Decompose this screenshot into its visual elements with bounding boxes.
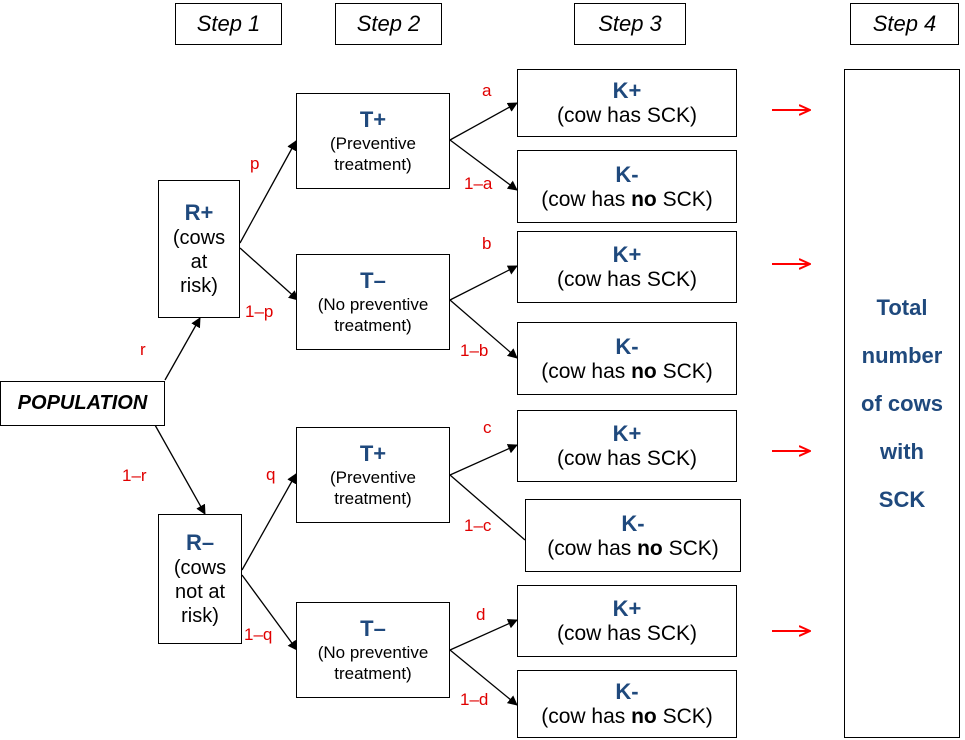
label-c: c (483, 418, 492, 437)
arrow-t1-to-k2 (449, 139, 518, 191)
step-4-header: Step 4 (850, 3, 959, 45)
label-q: q (266, 465, 276, 484)
arrow-r2-to-t4 (241, 574, 298, 651)
arrow-t2-to-k4 (449, 299, 518, 359)
k-minus-title: K- (621, 510, 645, 536)
t-minus-title: T– (360, 616, 386, 641)
r-minus-line-3: risk) (181, 605, 219, 627)
k-plus-title: K+ (612, 242, 642, 267)
step-1-header: Step 1 (175, 3, 282, 45)
label-1-minus-q: 1–q (244, 625, 273, 644)
k-plus-title: K+ (612, 596, 642, 621)
k-plus-text: (cow has SCK) (556, 268, 698, 291)
arrow-t3-to-k6 (449, 474, 526, 541)
r-minus-box: R– (cows not at risk) (158, 514, 242, 644)
label-1-minus-p: 1–p (245, 302, 274, 321)
r-plus-line-2: at (190, 251, 208, 273)
t-plus-title: T+ (359, 441, 387, 466)
k-minus-text: (cow has no SCK) (547, 536, 719, 560)
label-1-minus-b: 1–b (460, 341, 489, 360)
arrow-r1-to-t1 (239, 140, 297, 244)
label-p: p (250, 154, 260, 173)
k-plus-text: (cow has SCK) (556, 104, 698, 127)
k-plus-text: (cow has SCK) (556, 622, 698, 645)
k-minus-text: (cow has no SCK) (541, 359, 713, 383)
t-minus-title: T– (360, 268, 386, 293)
k-plus-box-4: K+ (cow has SCK) (517, 585, 737, 657)
k-minus-title: K- (615, 333, 639, 359)
arrow-t3-to-k5 (449, 444, 518, 476)
k-minus-box-3: K- (cow has no SCK) (525, 499, 741, 572)
label-a: a (482, 81, 492, 100)
k-minus-text: (cow has no SCK) (541, 187, 713, 211)
total-line-4: with (880, 438, 924, 464)
population-box: POPULATION (0, 381, 165, 426)
arrow-r1-to-t2 (239, 247, 299, 301)
t-plus-box-1: T+ (Preventive treatment) (296, 93, 450, 189)
r-plus-box: R+ (cows at risk) (158, 180, 240, 318)
r-minus-line-2: not at (174, 581, 226, 603)
k-minus-title: K- (615, 161, 639, 187)
k-minus-title: K- (615, 679, 639, 704)
k-minus-box-2: K- (cow has no SCK) (517, 322, 737, 395)
total-sck-box: Total number of cows with SCK (844, 69, 960, 738)
k-plus-box-2: K+ (cow has SCK) (517, 231, 737, 303)
total-line-5: SCK (878, 486, 926, 512)
r-plus-title: R+ (184, 200, 214, 225)
t-minus-line-2: treatment) (334, 664, 412, 683)
arrow-t2-to-k3 (449, 265, 518, 301)
k-minus-text: (cow has no SCK) (541, 705, 713, 728)
r-plus-line-1: (cows (172, 227, 226, 249)
step-2-header: Step 2 (335, 3, 442, 45)
arrow-t1-to-k1 (449, 102, 518, 141)
label-1-minus-d: 1–d (460, 690, 489, 709)
k-plus-box-1: K+ (cow has SCK) (517, 69, 737, 137)
k-plus-box-3: K+ (cow has SCK) (517, 410, 737, 482)
k-plus-title: K+ (612, 421, 642, 446)
label-d: d (476, 605, 486, 624)
k-minus-box-4: K- (cow has no SCK) (517, 670, 737, 738)
r-minus-title: R– (185, 530, 215, 555)
label-b: b (482, 234, 492, 253)
label-1-minus-c: 1–c (464, 516, 492, 535)
arrow-r2-to-t3 (241, 473, 297, 571)
k-plus-text: (cow has SCK) (556, 447, 698, 470)
t-plus-line-2: treatment) (334, 489, 412, 508)
arrow-t4-to-k8 (449, 649, 518, 706)
label-1-minus-a: 1–a (464, 174, 493, 193)
total-line-2: number (861, 342, 943, 368)
t-plus-title: T+ (359, 107, 387, 132)
label-1-minus-r: 1–r (122, 466, 147, 485)
step-3-header: Step 3 (574, 3, 686, 45)
t-minus-line-2: treatment) (334, 316, 412, 335)
arrow-pop-to-r-minus (154, 424, 206, 515)
r-plus-line-3: risk) (180, 275, 218, 297)
t-minus-line-1: (No preventive (317, 643, 429, 662)
t-plus-line-2: treatment) (334, 155, 412, 174)
t-minus-box-2: T– (No preventive treatment) (296, 602, 450, 698)
k-plus-title: K+ (612, 78, 642, 103)
total-line-3: of cows (861, 390, 943, 416)
t-plus-line-1: (Preventive (330, 468, 416, 487)
label-r: r (140, 340, 146, 359)
arrow-t4-to-k7 (449, 619, 518, 651)
t-plus-line-1: (Preventive (330, 134, 416, 153)
t-minus-line-1: (No preventive (317, 295, 429, 314)
r-minus-line-1: (cows (173, 557, 227, 579)
t-minus-box-1: T– (No preventive treatment) (296, 254, 450, 350)
arrow-pop-to-r-plus (164, 317, 201, 381)
k-minus-box-1: K- (cow has no SCK) (517, 150, 737, 223)
total-line-1: Total (876, 294, 928, 320)
t-plus-box-2: T+ (Preventive treatment) (296, 427, 450, 523)
